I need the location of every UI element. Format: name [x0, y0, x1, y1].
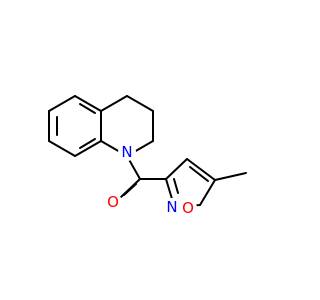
- bond: [74, 95, 102, 112]
- bond-inner: [79, 138, 96, 149]
- molecule-structure: N O N O: [48, 95, 247, 217]
- atom-label-o2: O: [182, 199, 194, 217]
- atom-nitrogen: N: [118, 143, 136, 161]
- bond: [199, 179, 216, 206]
- bond: [48, 140, 76, 157]
- atom-oxygen: O: [179, 199, 197, 217]
- atom-label-n1: N: [121, 143, 132, 161]
- bond-inner: [79, 103, 96, 114]
- atom-label-n2: N: [166, 198, 177, 216]
- bond: [214, 172, 247, 181]
- bond: [126, 95, 154, 112]
- bond: [100, 95, 128, 112]
- bond: [123, 183, 137, 196]
- bond: [165, 178, 173, 200]
- bonds: [48, 95, 247, 208]
- atom-nitrogen: N: [163, 198, 181, 216]
- atom-oxygen: O: [104, 193, 122, 211]
- bond: [173, 178, 179, 194]
- bond: [165, 158, 188, 180]
- bond: [186, 158, 216, 181]
- bond: [74, 140, 102, 157]
- atoms: N O N O: [104, 143, 197, 217]
- atom-label-o1: O: [107, 193, 119, 211]
- bond: [48, 95, 76, 112]
- bond: [189, 166, 209, 182]
